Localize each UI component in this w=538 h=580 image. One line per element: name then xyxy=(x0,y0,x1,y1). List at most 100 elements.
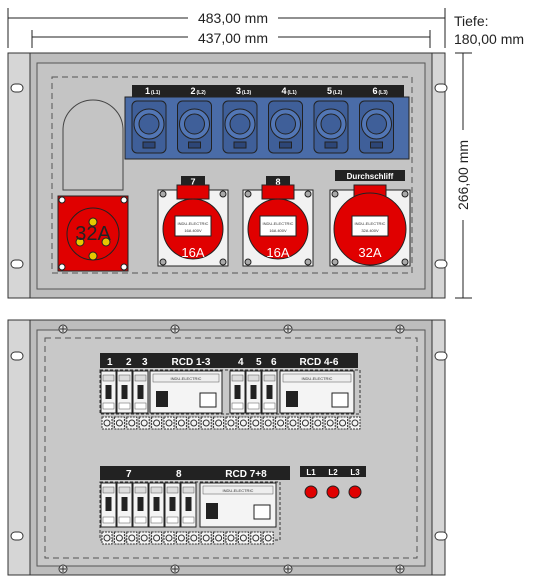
screw xyxy=(58,324,68,334)
terminal xyxy=(188,416,200,430)
mcb-label: 1 xyxy=(107,357,113,368)
rcd-brand: INDU-ELECTRIC xyxy=(171,376,202,381)
rcd-label: RCD 4-6 xyxy=(300,357,339,368)
red-socket-spec: 16A 400V xyxy=(184,228,202,233)
rcd-brand: INDU-ELECTRIC xyxy=(302,376,333,381)
terminal xyxy=(262,416,274,430)
rack-hole xyxy=(10,259,24,269)
terminal xyxy=(101,416,113,430)
terminal xyxy=(175,531,187,545)
red-socket-brand: INDU-ELECTRIC xyxy=(178,221,209,226)
phase-lamp-label: L2 xyxy=(328,468,338,477)
mcb xyxy=(132,482,149,528)
terminal xyxy=(225,416,237,430)
terminal xyxy=(101,531,113,545)
terminal xyxy=(250,531,262,545)
blue-socket-5: 5(L2) xyxy=(313,86,349,154)
phase-lamp-bar xyxy=(300,466,366,477)
rack-hole xyxy=(434,351,448,361)
mcb-label: 4 xyxy=(238,357,244,368)
blue-socket-4: 4(L1) xyxy=(268,86,303,154)
red-socket-rating: 16A xyxy=(181,245,204,260)
dimension-width-total: 483,00 mm xyxy=(7,8,446,48)
inlet-label: 32A xyxy=(75,223,111,245)
terminal xyxy=(225,531,237,545)
depth-value: 180,00 mm xyxy=(454,31,524,47)
bottom-rack-panel: 1 2 3 RCD 1-3 4 5 6 RCD 4-6 INDU-ELECTRI… xyxy=(7,319,448,576)
mcb xyxy=(245,370,262,414)
inlet-32a: 32A xyxy=(57,195,129,272)
red-socket-brand: INDU-ELECTRIC xyxy=(355,221,386,226)
terminal xyxy=(250,416,262,430)
mcb-label: 3 xyxy=(142,357,148,368)
blue-socket-phase: (L1) xyxy=(151,90,161,96)
rack-hole xyxy=(10,83,24,93)
phase-lamp-l1 xyxy=(304,485,318,499)
mcb xyxy=(164,482,181,528)
blue-socket-number: 1 xyxy=(145,86,150,96)
rcd-brand: INDU-ELECTRIC xyxy=(223,488,254,493)
phase-lamp-l2 xyxy=(326,485,340,499)
blue-socket-phase: (L3) xyxy=(379,90,389,96)
blue-socket-number: 3 xyxy=(236,86,241,96)
terminal xyxy=(175,416,187,430)
terminal xyxy=(337,416,349,430)
red-socket-rating: 32A xyxy=(358,245,381,260)
top-rack-panel: 32A 1(L1)2(L2)3(L3)4(L1)5(L2)6(L3) 7INDU… xyxy=(7,52,448,299)
blue-socket-phase: (L1) xyxy=(288,90,298,96)
blue-socket-number: 4 xyxy=(282,86,287,96)
row2-label-bar xyxy=(100,466,290,480)
terminal xyxy=(349,416,361,430)
red-socket-brand: INDU-ELECTRIC xyxy=(263,221,294,226)
rack-hole xyxy=(434,83,448,93)
rcd-label: RCD 1-3 xyxy=(172,357,211,368)
terminal xyxy=(163,531,175,545)
terminal xyxy=(113,531,125,545)
terminal xyxy=(237,416,249,430)
red-socket-rating: 16A xyxy=(266,245,289,260)
terminal xyxy=(188,531,200,545)
blue-socket-number: 2 xyxy=(191,86,196,96)
blue-socket-2: 2(L2) xyxy=(177,86,212,154)
terminal xyxy=(138,531,150,545)
terminal xyxy=(275,416,287,430)
terminal xyxy=(113,416,125,430)
rack-hole xyxy=(10,351,24,361)
mcb xyxy=(116,482,133,528)
mcb xyxy=(100,370,117,414)
mcb xyxy=(261,370,278,414)
terminal xyxy=(151,416,163,430)
mcb xyxy=(116,370,133,414)
terminal xyxy=(138,416,150,430)
rack-hole xyxy=(434,259,448,269)
terminal xyxy=(324,416,336,430)
terminal xyxy=(213,531,225,545)
height-label: 266,00 mm xyxy=(455,140,471,210)
mcb xyxy=(100,482,117,528)
dimension-width-inner: 437,00 mm xyxy=(31,29,431,48)
terminal xyxy=(299,416,311,430)
width-inner-label: 437,00 mm xyxy=(198,30,268,46)
blue-socket-number: 5 xyxy=(327,86,332,96)
blue-socket-3: 3(L3) xyxy=(222,86,258,154)
terminal xyxy=(262,531,274,545)
rcd: INDU-ELECTRIC xyxy=(149,370,223,414)
depth-label: Tiefe: xyxy=(454,13,489,29)
red-socket-spec: 32A 400V xyxy=(361,228,379,233)
mcb-label: 5 xyxy=(256,357,262,368)
terminal xyxy=(126,531,138,545)
red-socket-spec: 16A 400V xyxy=(269,228,287,233)
terminal xyxy=(200,416,212,430)
mcb xyxy=(148,482,165,528)
mcb xyxy=(229,370,246,414)
rcd-label: RCD 7+8 xyxy=(225,469,267,480)
terminal xyxy=(151,531,163,545)
screw xyxy=(170,324,180,334)
group-label: 8 xyxy=(176,469,182,480)
screw xyxy=(283,324,293,334)
blue-socket-1: 1(L1) xyxy=(131,86,167,154)
screw xyxy=(395,324,405,334)
